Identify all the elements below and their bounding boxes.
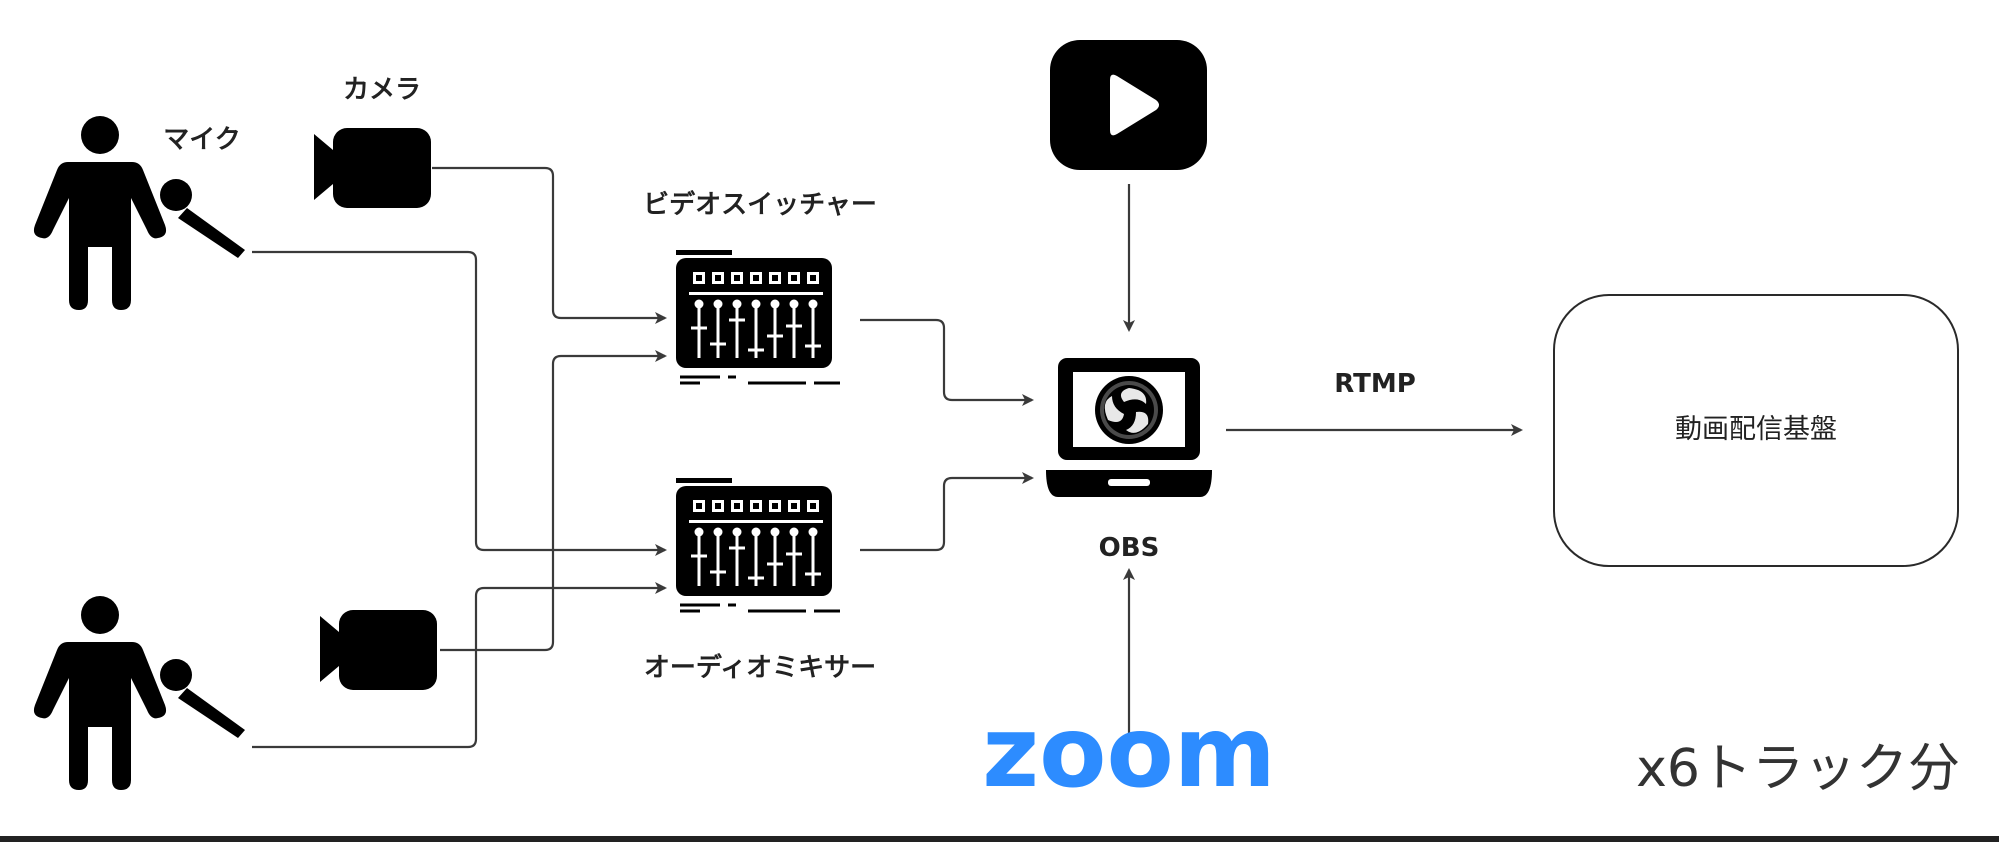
rtmp-label: RTMP <box>1334 369 1416 399</box>
tracks-label: x6トラック分 <box>1636 739 1960 799</box>
video-camera-icon <box>320 610 437 690</box>
play-button-icon <box>1050 40 1207 170</box>
obs-logo-icon <box>1095 376 1163 444</box>
mixer-console-icon <box>674 248 842 385</box>
platform-label: 動画配信基盤 <box>1675 414 1837 445</box>
camera-label: カメラ <box>343 75 421 105</box>
video-switcher-label: ビデオスイッチャー <box>643 189 877 220</box>
person-icon <box>33 596 245 790</box>
connections <box>252 166 1523 749</box>
zoom-logo: zoom <box>982 696 1276 810</box>
obs-label: OBS <box>1099 533 1160 563</box>
video-camera-icon <box>314 128 431 208</box>
bottom-edge <box>0 836 1999 842</box>
audio-mixer-label: オーディオミキサー <box>644 652 876 683</box>
mixer-console-icon <box>674 476 842 613</box>
mic-label: マイク <box>163 125 240 155</box>
platform-box <box>1553 294 1959 567</box>
